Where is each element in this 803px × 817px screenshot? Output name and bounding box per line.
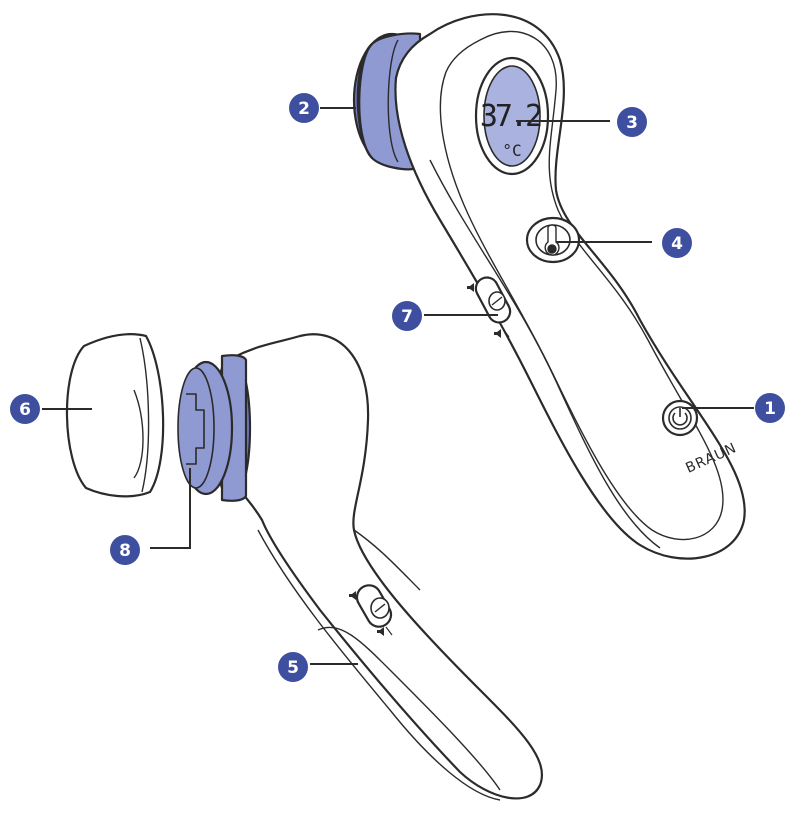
callout-badge-3: 3 bbox=[617, 107, 647, 137]
front-thermometer: 37.2 °C bbox=[354, 14, 745, 558]
callout-badge-7: 7 bbox=[392, 301, 422, 331]
svg-text:2: 2 bbox=[298, 99, 310, 119]
svg-text:3: 3 bbox=[626, 113, 638, 133]
measure-button[interactable] bbox=[527, 218, 579, 262]
display-reading: 37.2 bbox=[480, 99, 541, 134]
svg-text:7: 7 bbox=[401, 307, 413, 327]
side-thermometer bbox=[178, 334, 542, 800]
thermometer-body-side bbox=[232, 334, 542, 798]
protective-cap bbox=[67, 334, 163, 496]
thermometer-body-front bbox=[395, 14, 744, 558]
svg-text:6: 6 bbox=[19, 400, 31, 420]
display-unit: °C bbox=[502, 141, 521, 160]
svg-text:1: 1 bbox=[764, 399, 776, 419]
svg-text:5: 5 bbox=[287, 658, 299, 678]
callout-badge-8: 8 bbox=[110, 535, 140, 565]
speaker-on-icon bbox=[467, 283, 474, 292]
callout-badge-5: 5 bbox=[278, 652, 308, 682]
display-window: 37.2 °C bbox=[476, 58, 548, 174]
svg-text:8: 8 bbox=[119, 541, 131, 561]
callout-badge-1: 1 bbox=[755, 393, 785, 423]
probe-collar-side bbox=[178, 355, 250, 501]
svg-text:4: 4 bbox=[671, 234, 683, 254]
callout-badge-6: 6 bbox=[10, 394, 40, 424]
callout-badge-4: 4 bbox=[662, 228, 692, 258]
callout-badge-2: 2 bbox=[289, 93, 319, 123]
power-button[interactable] bbox=[663, 401, 697, 435]
